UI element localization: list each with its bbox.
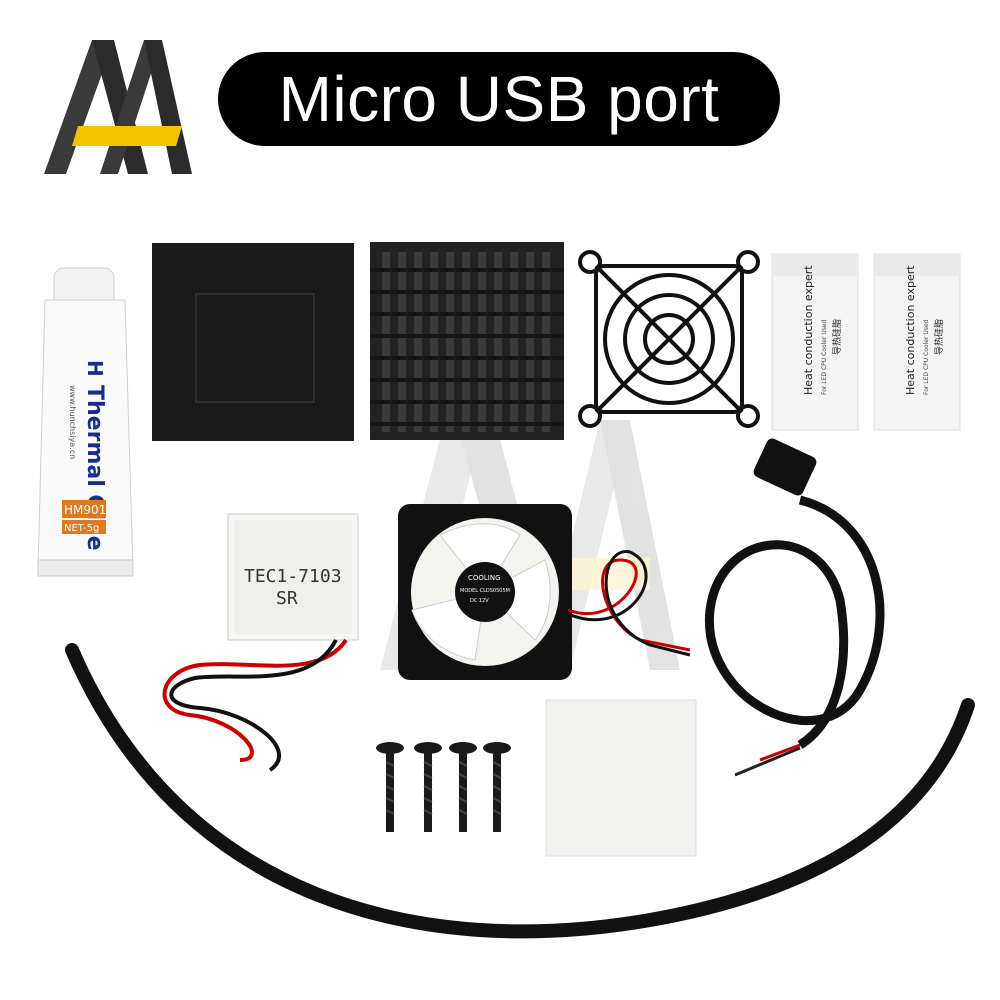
glue-url: www.hunchsiya.cn <box>68 385 77 459</box>
mounting-screws <box>376 742 511 832</box>
packet-2-title: Heat conduction expert <box>904 265 917 395</box>
tec-suffix: SR <box>276 588 298 609</box>
thermal-grease-packet-1: Heat conduction expert For LED CPU Coole… <box>771 253 859 431</box>
thermal-grease-packet-2: Heat conduction expert For LED CPU Coole… <box>873 253 961 431</box>
packet-1-title: Heat conduction expert <box>802 265 815 395</box>
peltier-tec-module: TEC1-7103 SR <box>162 513 359 772</box>
black-silicone-tube <box>65 643 975 939</box>
watermark <box>380 400 680 670</box>
aluminum-heatsink <box>370 242 564 440</box>
fan-model: MODEL CLDS0505M <box>460 588 510 594</box>
glue-brand-mark: H <box>83 360 107 377</box>
glue-net-weight: NET-5g <box>64 523 99 534</box>
title-banner: Micro USB port <box>218 52 780 146</box>
tec-model: TEC1-7103 <box>244 566 342 587</box>
packet-1-subtitle: For LED CPU Cooler Used <box>821 319 828 395</box>
fan-voltage: DC 12V <box>470 598 489 604</box>
cooling-fan: COOLING MODEL CLDS0505M DC 12V <box>398 504 691 680</box>
packet-2-cn-label: 导热硅脂 <box>933 319 945 355</box>
glue-model: HM901 <box>64 503 106 517</box>
page-title: Micro USB port <box>278 63 720 135</box>
fan-grill <box>578 250 760 428</box>
thermal-glue-tube: H Thermal Glue www.hunchsiya.cn HM901 NE… <box>37 267 134 577</box>
dc-power-cable <box>705 438 885 777</box>
packet-2-subtitle: For LED CPU Cooler Used <box>923 319 930 395</box>
packet-1-cn-label: 导热硅脂 <box>831 319 843 355</box>
fan-brand: COOLING <box>468 574 501 582</box>
black-foam-pad <box>152 243 354 441</box>
white-thermal-pad <box>545 699 697 857</box>
brand-logo-icon <box>44 40 192 174</box>
glue-name: Thermal Glue <box>82 385 107 551</box>
